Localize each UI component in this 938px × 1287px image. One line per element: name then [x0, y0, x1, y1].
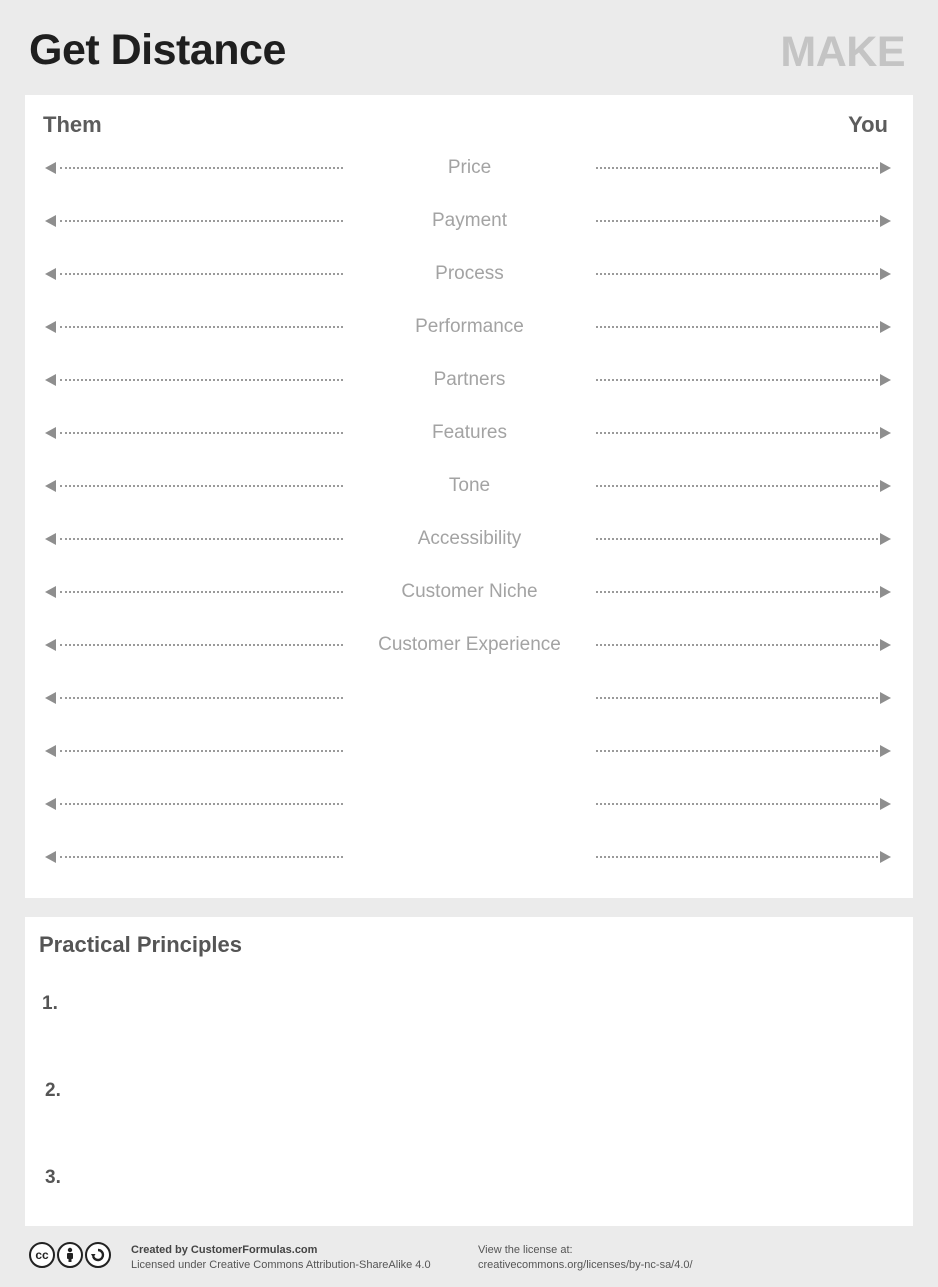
dotted-line-left [60, 167, 343, 169]
row-label: Price [447, 157, 492, 178]
arrow-left-icon [45, 162, 56, 174]
dotted-line-right [596, 803, 878, 805]
row-label: Tone [448, 475, 491, 496]
dotted-line-right [596, 167, 878, 169]
row-label: Customer Niche [401, 581, 538, 602]
created-by: Created by CustomerFormulas.com [131, 1244, 318, 1256]
arrow-left-icon [45, 427, 56, 439]
arrow-left-icon [45, 851, 56, 863]
footer-license-link: View the license at: creativecommons.org… [478, 1243, 693, 1273]
scale-row: Payment [45, 209, 891, 233]
arrow-left-icon [45, 268, 56, 280]
dotted-line-left [60, 644, 343, 646]
scale-row [45, 845, 891, 869]
arrow-right-icon [880, 427, 891, 439]
arrow-right-icon [880, 268, 891, 280]
principle-number-2: 2. [45, 1080, 61, 1101]
scale-row: Tone [45, 474, 891, 498]
scale-row: Customer Experience [45, 633, 891, 657]
arrow-right-icon [880, 586, 891, 598]
row-label: Payment [432, 210, 507, 231]
row-label: Process [435, 263, 504, 284]
dotted-line-right [596, 379, 878, 381]
principles-panel [25, 917, 913, 1226]
dotted-line-left [60, 379, 343, 381]
row-label: Features [432, 422, 507, 443]
scale-row: Accessibility [45, 527, 891, 551]
arrow-right-icon [880, 692, 891, 704]
sharealike-icon [85, 1242, 111, 1268]
scale-panel [25, 95, 913, 898]
arrow-right-icon [880, 745, 891, 757]
attribution-icon [57, 1242, 83, 1268]
arrow-right-icon [880, 480, 891, 492]
license-url[interactable]: creativecommons.org/licenses/by-nc-sa/4.… [478, 1259, 693, 1271]
dotted-line-right [596, 485, 878, 487]
dotted-line-right [596, 591, 878, 593]
arrow-right-icon [880, 215, 891, 227]
scale-row [45, 739, 891, 763]
dotted-line-right [596, 697, 878, 699]
dotted-line-left [60, 697, 343, 699]
arrow-left-icon [45, 533, 56, 545]
scale-row: Features [45, 421, 891, 445]
arrow-right-icon [880, 798, 891, 810]
scale-row: Customer Niche [45, 580, 891, 604]
arrow-left-icon [45, 639, 56, 651]
scale-row: Process [45, 262, 891, 286]
dotted-line-right [596, 432, 878, 434]
dotted-line-right [596, 326, 878, 328]
arrow-left-icon [45, 798, 56, 810]
dotted-line-right [596, 644, 878, 646]
scale-row: Partners [45, 368, 891, 392]
dotted-line-left [60, 273, 343, 275]
arrow-left-icon [45, 374, 56, 386]
row-label: Partners [433, 369, 506, 390]
principle-number-3: 3. [45, 1167, 61, 1188]
arrow-right-icon [880, 374, 891, 386]
row-label: Customer Experience [378, 634, 561, 655]
arrow-right-icon [880, 533, 891, 545]
dotted-line-left [60, 485, 343, 487]
dotted-line-right [596, 856, 878, 858]
footer-credit: Created by CustomerFormulas.com Licensed… [131, 1243, 431, 1273]
dotted-line-left [60, 326, 343, 328]
dotted-line-right [596, 273, 878, 275]
cc-icon: cc [29, 1242, 55, 1268]
arrow-left-icon [45, 586, 56, 598]
license-text: Licensed under Creative Commons Attribut… [131, 1259, 431, 1271]
row-label: Accessibility [417, 528, 522, 549]
scale-row: Price [45, 156, 891, 180]
arrow-left-icon [45, 745, 56, 757]
row-label: Performance [415, 316, 524, 337]
dotted-line-left [60, 220, 343, 222]
arrow-left-icon [45, 321, 56, 333]
them-label: Them [43, 112, 102, 137]
principle-number-1: 1. [42, 993, 58, 1014]
scale-row [45, 792, 891, 816]
dotted-line-left [60, 591, 343, 593]
dotted-line-right [596, 538, 878, 540]
page-title: Get Distance [29, 26, 286, 74]
dotted-line-right [596, 220, 878, 222]
dotted-line-left [60, 538, 343, 540]
arrow-right-icon [880, 321, 891, 333]
principles-title: Practical Principles [39, 932, 242, 957]
scale-row: Performance [45, 315, 891, 339]
arrow-right-icon [880, 851, 891, 863]
you-label: You [848, 112, 888, 137]
dotted-line-left [60, 856, 343, 858]
arrow-right-icon [880, 162, 891, 174]
dotted-line-left [60, 432, 343, 434]
make-badge: MAKE [780, 28, 905, 76]
view-license-label: View the license at: [478, 1244, 573, 1256]
dotted-line-left [60, 803, 343, 805]
arrow-left-icon [45, 215, 56, 227]
dotted-line-left [60, 750, 343, 752]
arrow-left-icon [45, 480, 56, 492]
dotted-line-right [596, 750, 878, 752]
arrow-right-icon [880, 639, 891, 651]
arrow-left-icon [45, 692, 56, 704]
scale-row [45, 686, 891, 710]
